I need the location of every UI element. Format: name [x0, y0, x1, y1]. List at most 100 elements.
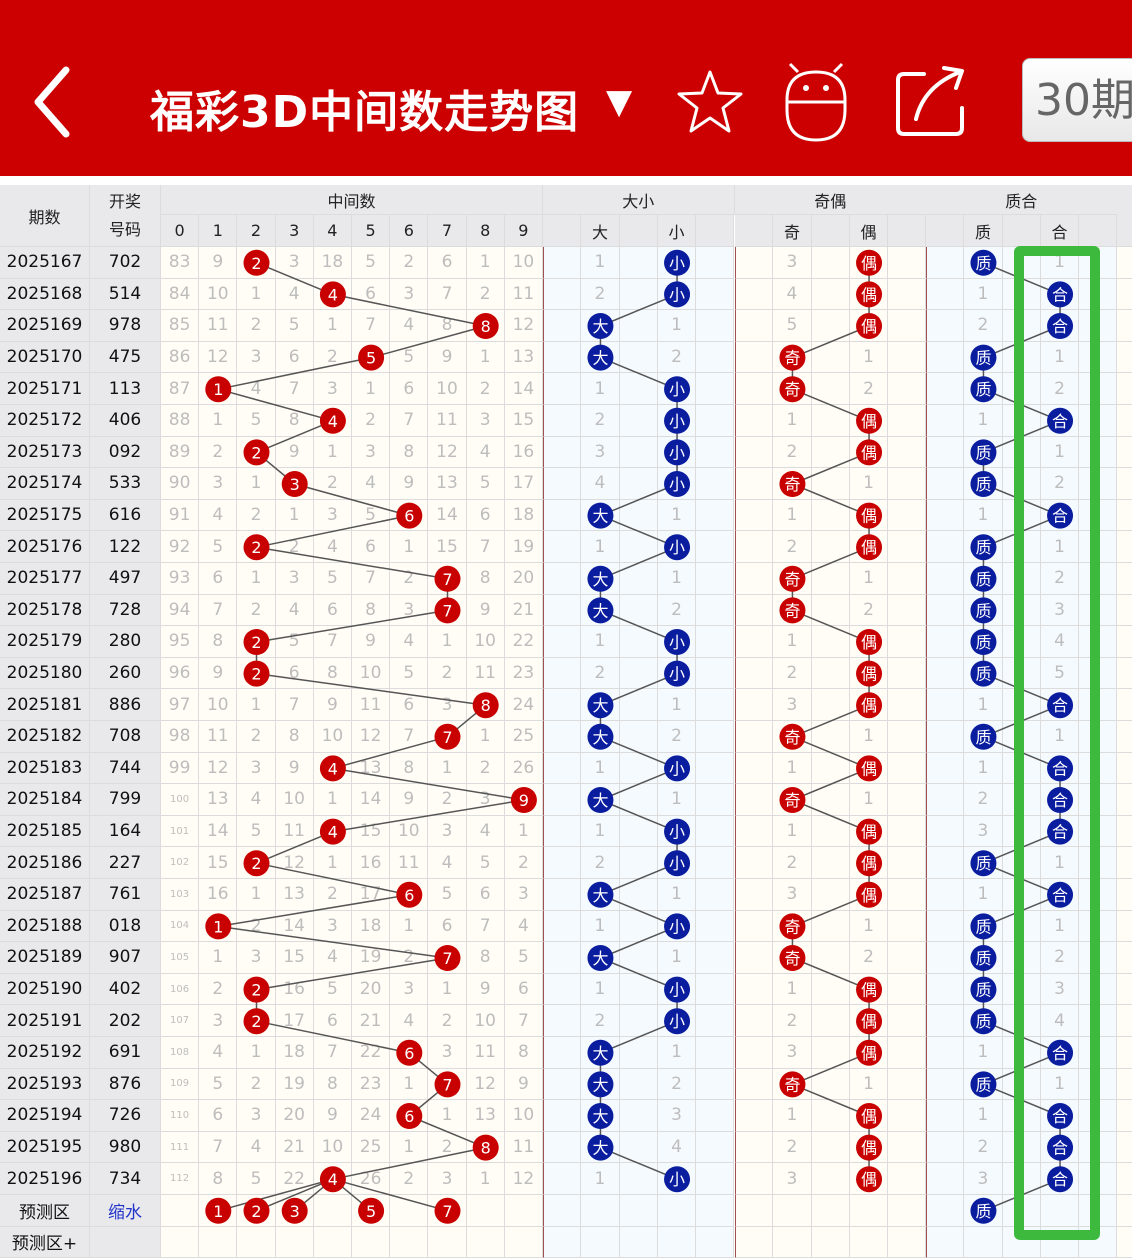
miss-cell: 20	[352, 973, 391, 1006]
group-cell	[696, 910, 735, 943]
group-cell	[543, 373, 582, 405]
back-chevron-icon[interactable]	[30, 62, 80, 142]
miss-cell	[428, 1195, 467, 1227]
group-cell	[964, 531, 1003, 563]
number-cell: 113	[90, 373, 161, 405]
group-cell	[543, 341, 582, 374]
group-cell	[888, 626, 927, 658]
miss-cell: 3	[390, 973, 429, 1006]
group-cell	[888, 942, 927, 974]
miss-cell: 17	[352, 879, 391, 911]
miss-cell: 3	[237, 1100, 276, 1132]
miss-cell	[237, 847, 276, 879]
dropdown-arrow-icon[interactable]: ▼	[606, 82, 633, 122]
miss-cell	[313, 1163, 352, 1195]
group-cell	[773, 468, 812, 500]
jo-miss-cell: 1	[773, 815, 812, 848]
group-cell	[696, 752, 735, 785]
miss-cell	[352, 1195, 391, 1227]
extra-cell	[1117, 752, 1132, 785]
group-cell	[926, 1195, 965, 1227]
group-cell	[619, 468, 658, 500]
extra-cell	[1117, 436, 1132, 469]
miss-cell	[199, 910, 238, 943]
group-cell	[696, 499, 735, 532]
jo-miss-cell: 4	[773, 278, 812, 311]
miss-cell: 86	[161, 341, 200, 374]
group-cell	[696, 373, 735, 405]
header-group_parity: 奇偶	[735, 185, 927, 215]
miss-cell: 18	[275, 1037, 314, 1069]
dx-miss-cell: 1	[657, 310, 697, 342]
miss-cell: 8	[199, 1163, 238, 1195]
miss-cell: 2	[199, 436, 238, 469]
zh-miss-cell: 3	[1040, 973, 1080, 1006]
group-cell	[888, 1037, 927, 1069]
group-cell	[619, 247, 658, 279]
group-cell	[849, 879, 889, 911]
shrink-link[interactable]: 缩水	[90, 1195, 161, 1227]
period-selector-button[interactable]: 30期	[1022, 58, 1132, 142]
group-cell	[926, 847, 965, 879]
number-cell: 514	[90, 278, 161, 311]
miss-cell: 89	[161, 436, 200, 469]
group-cell	[581, 1100, 620, 1132]
group-cell	[811, 405, 850, 437]
miss-cell: 15	[275, 942, 314, 974]
star-icon[interactable]	[676, 68, 744, 136]
group-cell	[888, 689, 927, 721]
miss-cell	[313, 405, 352, 437]
issue-cell: 2025196	[0, 1163, 90, 1195]
miss-cell: 9	[275, 436, 314, 469]
miss-cell	[352, 341, 391, 374]
group-cell	[696, 1226, 735, 1258]
header-number-label: 开奖	[108, 191, 141, 211]
group-cell	[773, 942, 812, 974]
miss-cell	[313, 752, 352, 785]
miss-cell: 105	[161, 942, 200, 974]
miss-cell: 13	[504, 341, 543, 374]
miss-cell	[313, 278, 352, 311]
miss-cell: 4	[313, 531, 352, 563]
dx-miss-cell: 3	[657, 1100, 697, 1132]
group-cell	[657, 626, 697, 658]
group-cell	[888, 879, 927, 911]
share-icon[interactable]	[894, 64, 966, 138]
group-cell	[811, 1068, 850, 1101]
group-cell	[926, 721, 965, 753]
miss-cell: 3	[313, 910, 352, 943]
header-digit-3: 3	[275, 215, 314, 247]
miss-cell: 2	[199, 973, 238, 1006]
group-cell	[619, 721, 658, 753]
zh-miss-cell: 1	[964, 1100, 1003, 1132]
group-cell	[696, 468, 735, 500]
miss-cell: 10	[275, 784, 314, 816]
group-cell	[926, 910, 965, 943]
miss-cell: 4	[466, 815, 505, 848]
miss-cell: 4	[199, 1037, 238, 1069]
group-cell	[811, 910, 850, 943]
miss-cell: 13	[466, 1100, 505, 1132]
miss-cell: 90	[161, 468, 200, 500]
jo-miss-cell: 1	[773, 626, 812, 658]
android-icon[interactable]	[782, 60, 850, 142]
group-cell	[811, 278, 850, 311]
group-cell	[811, 752, 850, 785]
jo-miss-cell: 2	[773, 1005, 812, 1037]
miss-cell: 5	[428, 879, 467, 911]
group-cell	[735, 626, 774, 658]
group-cell	[964, 594, 1003, 627]
miss-cell: 1	[466, 1163, 505, 1195]
group-cell	[964, 436, 1003, 469]
extra-cell	[1117, 973, 1132, 1006]
group-cell	[811, 499, 850, 532]
miss-cell: 5	[275, 310, 314, 342]
page-title[interactable]: 福彩3D中间数走势图	[150, 87, 580, 138]
group-cell	[888, 1100, 927, 1132]
header-digit-5: 5	[352, 215, 391, 247]
group-cell	[926, 973, 965, 1006]
miss-cell: 1	[313, 784, 352, 816]
group-cell	[964, 1226, 1003, 1258]
header-sub-1-0	[735, 215, 774, 247]
group-cell	[964, 657, 1003, 690]
